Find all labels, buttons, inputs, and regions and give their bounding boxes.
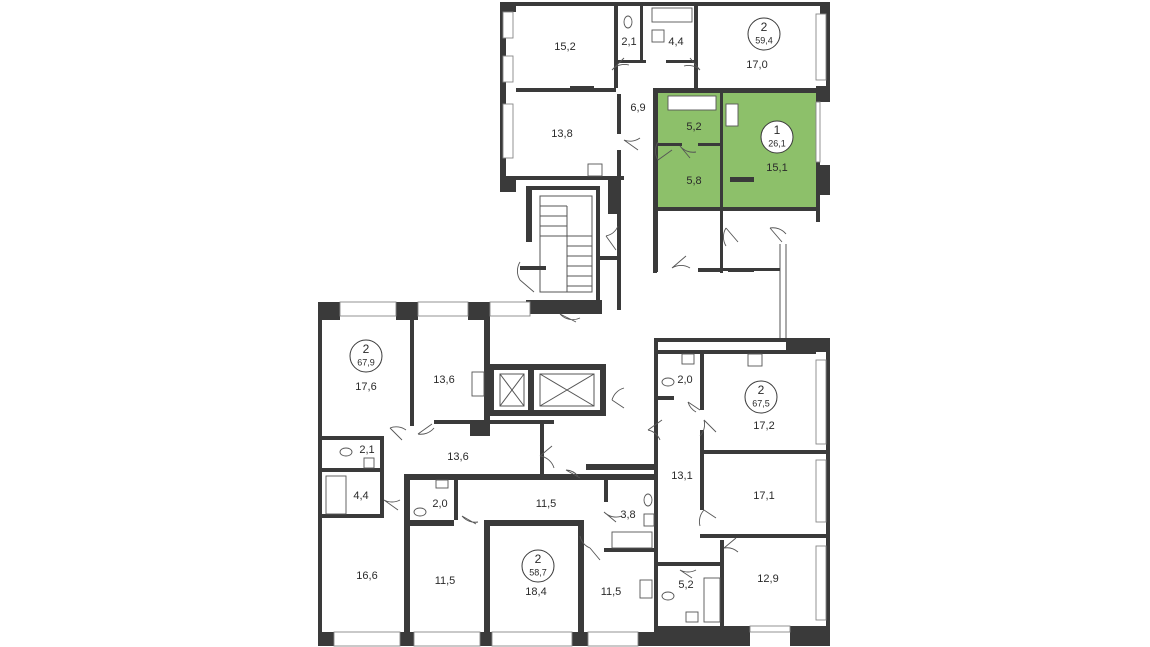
apartment-badge-highlighted[interactable]: 1 26,1 xyxy=(760,120,794,154)
toilet xyxy=(339,447,353,457)
apartment-badge-bottom[interactable]: 2 58,7 xyxy=(521,549,555,583)
elevators xyxy=(499,373,595,407)
room-area-label: 2,1 xyxy=(621,36,636,48)
apartment-rooms: 2 xyxy=(535,552,542,566)
room-area-label: 2,0 xyxy=(677,374,692,386)
apartment-area: 67,9 xyxy=(357,357,375,367)
stove xyxy=(725,103,739,127)
apartment-badge-circle xyxy=(521,549,555,583)
apartment-badge-top-right[interactable]: 2 59,4 xyxy=(747,17,781,51)
room-area-label: 15,2 xyxy=(554,41,575,53)
apartment-area: 58,7 xyxy=(529,567,547,577)
bathtub xyxy=(611,531,653,549)
room-area-label: 13,6 xyxy=(447,451,468,463)
sink xyxy=(651,29,665,43)
sink xyxy=(681,353,695,365)
stove xyxy=(471,371,485,397)
sink xyxy=(435,479,449,489)
room-area-label: 11,5 xyxy=(536,498,557,510)
top-wing-windows xyxy=(502,11,827,163)
doors xyxy=(383,57,787,579)
room-area-label: 12,9 xyxy=(757,573,778,585)
sink xyxy=(685,611,699,623)
room-area-label: 5,2 xyxy=(686,121,701,133)
room-area-label: 16,6 xyxy=(356,570,377,582)
toilet xyxy=(413,507,427,517)
room-area-label: 2,0 xyxy=(432,498,447,510)
apartment-badge-circle xyxy=(744,380,778,414)
apartment-badge-left[interactable]: 2 67,9 xyxy=(349,339,383,373)
room-area-label: 17,1 xyxy=(753,490,774,502)
toilet xyxy=(661,591,675,601)
room-area-label: 11,5 xyxy=(435,575,456,587)
room-area-label: 13,8 xyxy=(551,128,572,140)
left-wing-windows xyxy=(333,301,639,647)
room-area-label: 17,0 xyxy=(746,59,767,71)
room-area-label: 3,8 xyxy=(620,509,635,521)
room-area-label: 17,6 xyxy=(355,381,376,393)
room-area-label: 18,4 xyxy=(525,586,546,598)
apartment-area: 67,5 xyxy=(752,398,770,408)
bathtub xyxy=(703,577,721,623)
bathtub xyxy=(651,7,693,23)
apartment-rooms: 2 xyxy=(758,383,765,397)
room-area-label: 5,8 xyxy=(686,175,701,187)
room-area-label: 13,6 xyxy=(433,374,454,386)
apartment-rooms: 2 xyxy=(761,20,768,34)
room-area-label: 11,5 xyxy=(601,586,622,598)
room-area-label: 4,4 xyxy=(668,36,683,48)
vestibule-walls xyxy=(653,211,787,340)
apartment-badge-circle xyxy=(747,17,781,51)
room-area-label: 15,1 xyxy=(766,162,787,174)
right-wing-walls xyxy=(654,338,830,646)
top-wing-walls xyxy=(500,2,830,310)
fixtures xyxy=(325,7,763,623)
room-area-label: 13,1 xyxy=(671,470,692,482)
right-wing-windows xyxy=(749,359,827,633)
stove xyxy=(639,579,653,599)
bathtub xyxy=(667,95,717,111)
sink xyxy=(643,513,655,527)
toilet xyxy=(623,15,633,29)
apartment-rooms: 1 xyxy=(774,123,781,137)
room-area-label: 6,9 xyxy=(630,102,645,114)
apartment-area: 59,4 xyxy=(755,35,773,45)
left-wing-walls xyxy=(318,302,658,646)
room-area-label: 2,1 xyxy=(359,444,374,456)
sink xyxy=(363,457,375,469)
room-area-label: 5,2 xyxy=(678,579,693,591)
room-labels: 15,2 2,1 4,4 17,0 6,9 13,8 5,2 15,1 5,8 … xyxy=(353,36,787,598)
room-area-label: 4,4 xyxy=(353,490,368,502)
apartment-badge-right[interactable]: 2 67,5 xyxy=(744,380,778,414)
stove xyxy=(587,163,603,177)
room-area-label: 17,2 xyxy=(753,420,774,432)
toilet xyxy=(661,377,675,387)
toilet xyxy=(643,493,653,507)
bathtub xyxy=(325,475,347,515)
apartment-badge-circle xyxy=(349,339,383,373)
apartment-badge-circle xyxy=(760,120,794,154)
apartment-rooms: 2 xyxy=(363,342,370,356)
stove xyxy=(747,353,763,367)
stairwell xyxy=(520,186,618,314)
apartment-area: 26,1 xyxy=(768,138,786,148)
